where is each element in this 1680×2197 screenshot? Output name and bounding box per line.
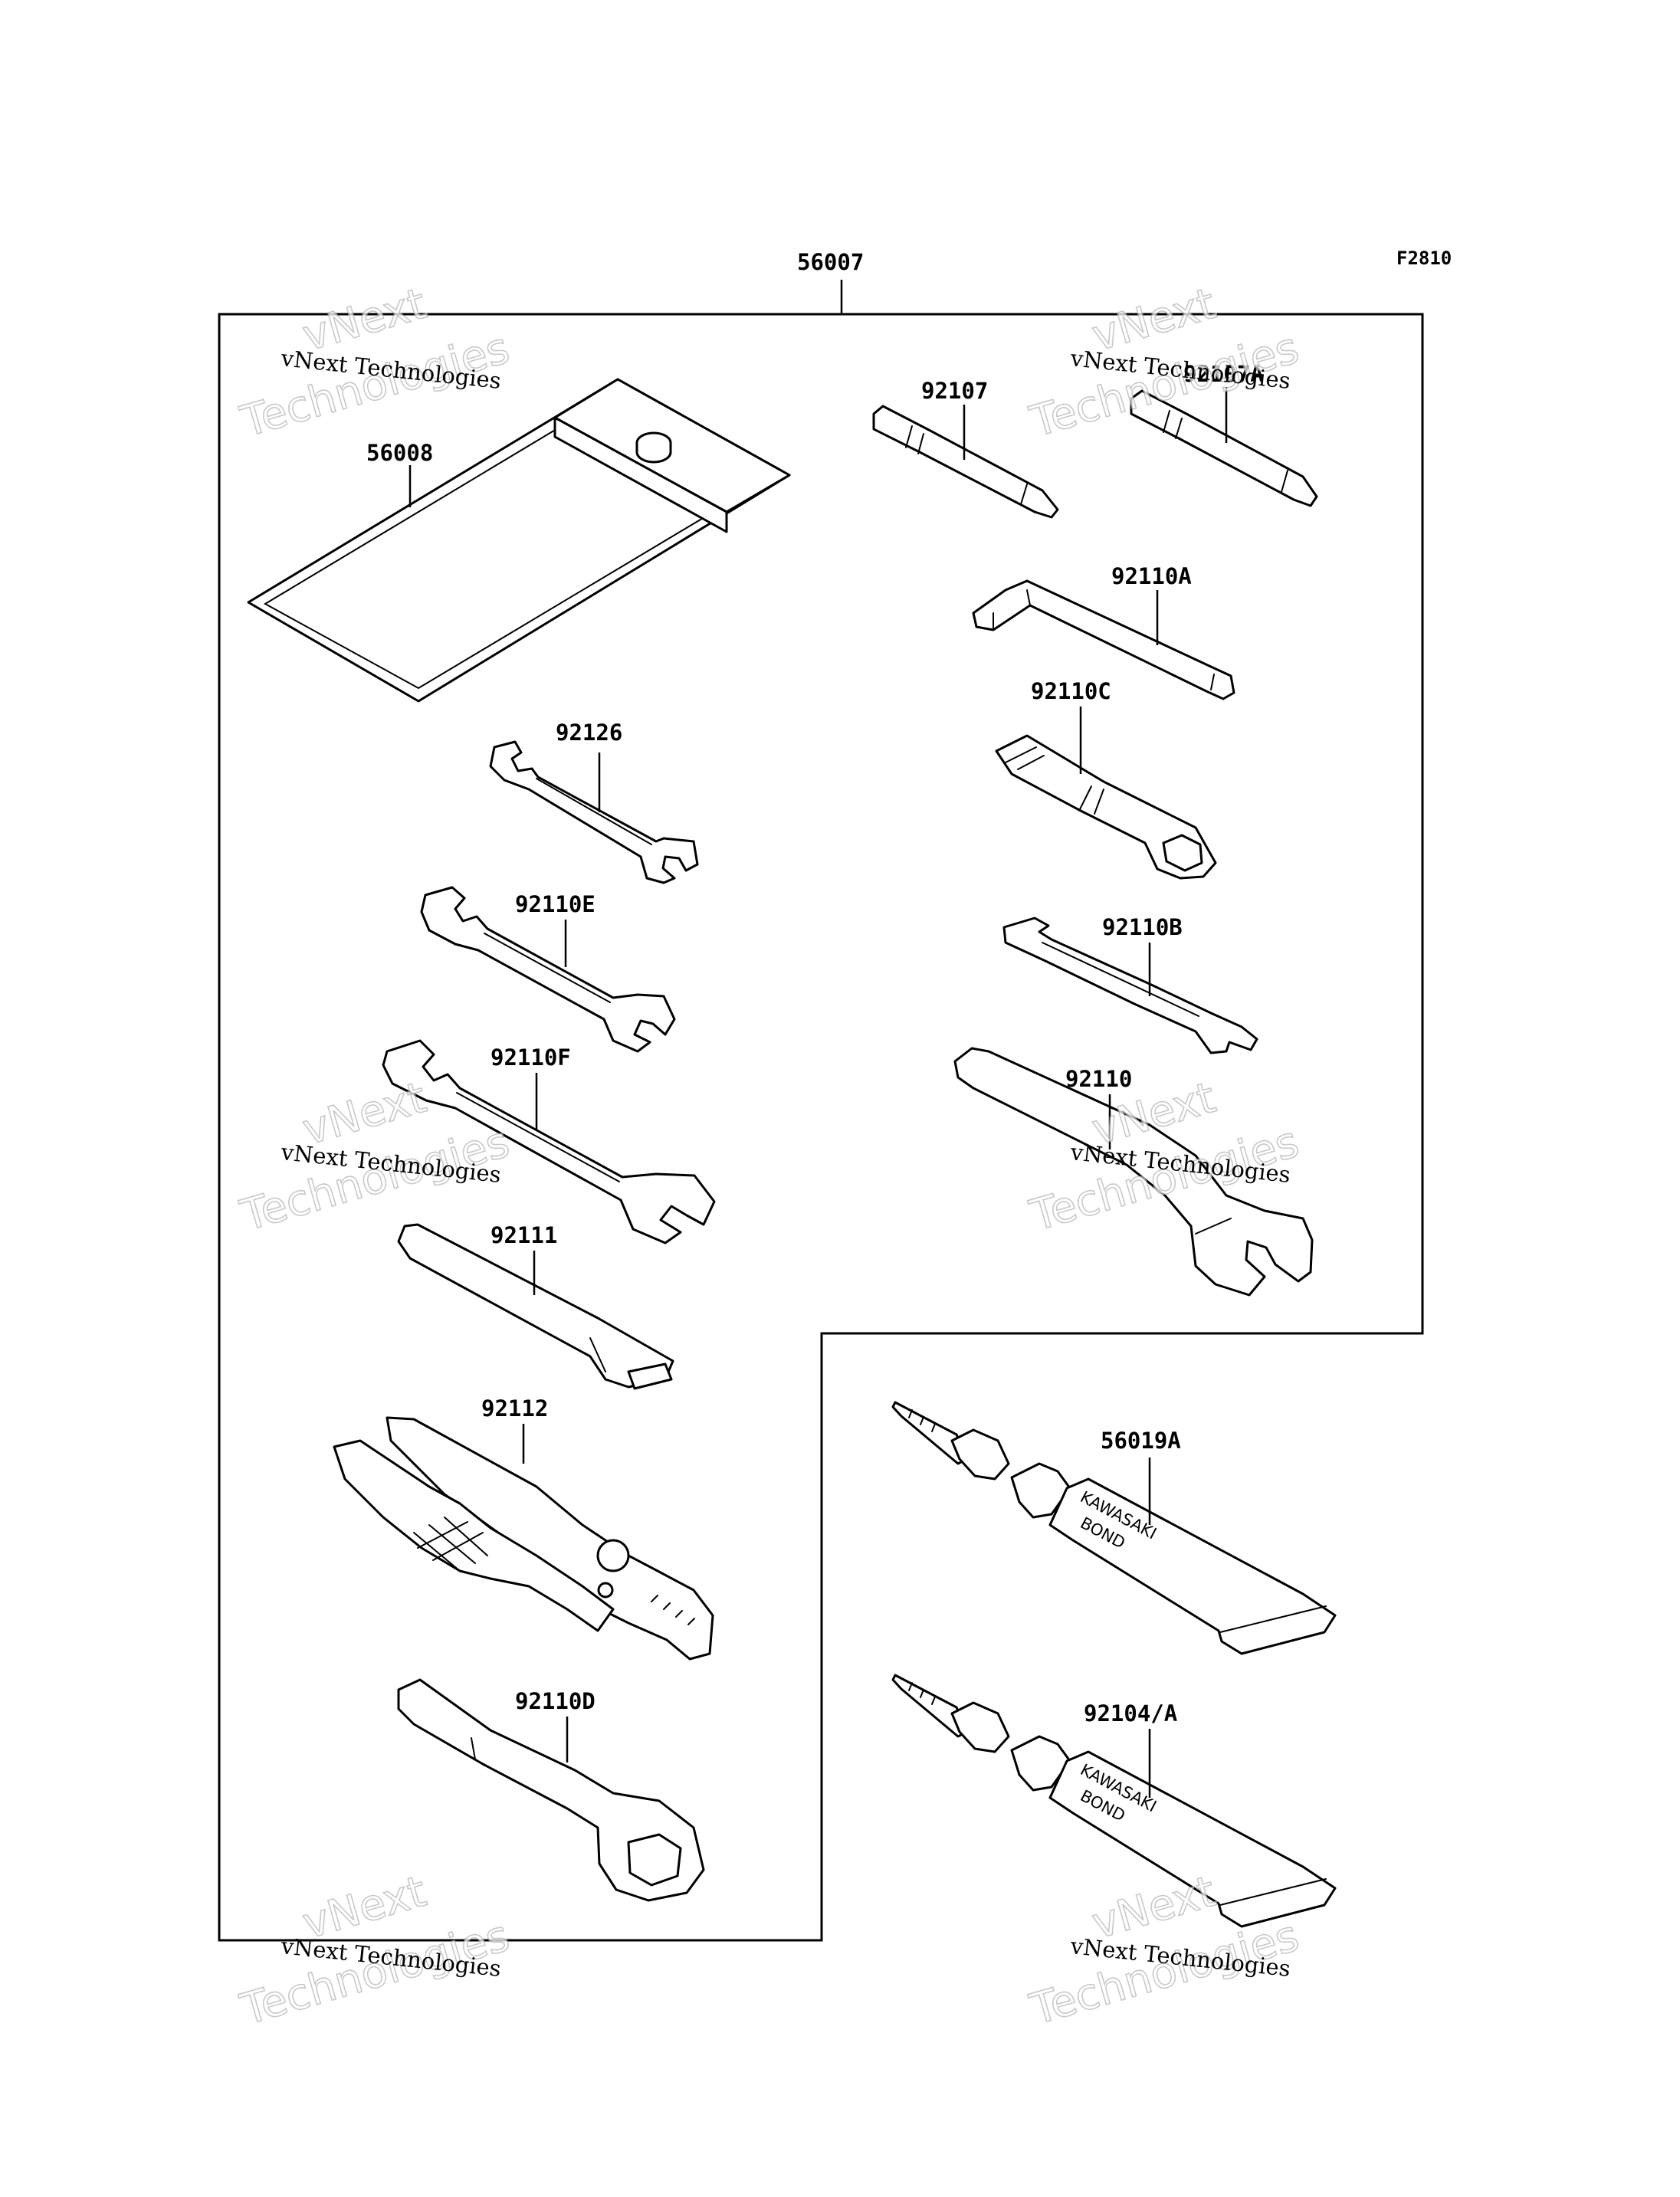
label-92110C[interactable]: 92110C: [1031, 678, 1111, 704]
label-92110E[interactable]: 92110E: [515, 891, 596, 917]
label-92107A[interactable]: 92107A: [1183, 361, 1264, 387]
spanner-92110B-drawing: [1002, 917, 1258, 1054]
wrench-92110F-drawing: [382, 1039, 716, 1244]
label-92104A[interactable]: 92104/A: [1084, 1700, 1177, 1726]
ring-spanner-92110D-drawing: [397, 1678, 705, 1902]
label-56008[interactable]: 56008: [366, 440, 433, 466]
label-92111[interactable]: 92111: [491, 1222, 557, 1248]
label-92110D[interactable]: 92110D: [515, 1688, 596, 1714]
label-92126[interactable]: 92126: [556, 720, 622, 746]
bond-tube-56019A-drawing: KAWASAKI BOND: [891, 1401, 1337, 1655]
socket-92110C-drawing: [995, 734, 1217, 880]
tool-pouch-drawing: [247, 378, 791, 703]
label-56019A[interactable]: 56019A: [1101, 1428, 1181, 1454]
watermark-top-left: vNext Technologies vNext Technologies: [235, 278, 515, 448]
label-92112[interactable]: 92112: [481, 1395, 548, 1421]
figure-code: F2810: [1396, 248, 1452, 269]
hex-key-92110A-drawing: [972, 579, 1235, 700]
wrench-92126-drawing: [489, 740, 699, 884]
label-92110F[interactable]: 92110F: [491, 1044, 571, 1071]
assembly-frame: [218, 313, 1424, 1942]
tube-92111-drawing: [397, 1223, 674, 1390]
screwdriver-92107A-drawing: [1130, 389, 1318, 507]
label-92110[interactable]: 92110: [1065, 1066, 1132, 1092]
wrench-92110E-drawing: [420, 886, 676, 1053]
spanner-92110-drawing: [953, 1047, 1314, 1297]
label-56007[interactable]: 56007: [797, 249, 864, 275]
screwdriver-92107-drawing: [872, 405, 1059, 519]
pliers-92112-drawing: [333, 1416, 714, 1661]
watermark-bottom-left: vNext Technologies vNext Technologies: [235, 1866, 515, 2035]
label-92110B[interactable]: 92110B: [1102, 914, 1183, 940]
label-92107[interactable]: 92107: [921, 378, 988, 404]
bond-tube-92104A-drawing: KAWASAKI BOND: [891, 1674, 1337, 1928]
label-92110A[interactable]: 92110A: [1111, 563, 1192, 589]
